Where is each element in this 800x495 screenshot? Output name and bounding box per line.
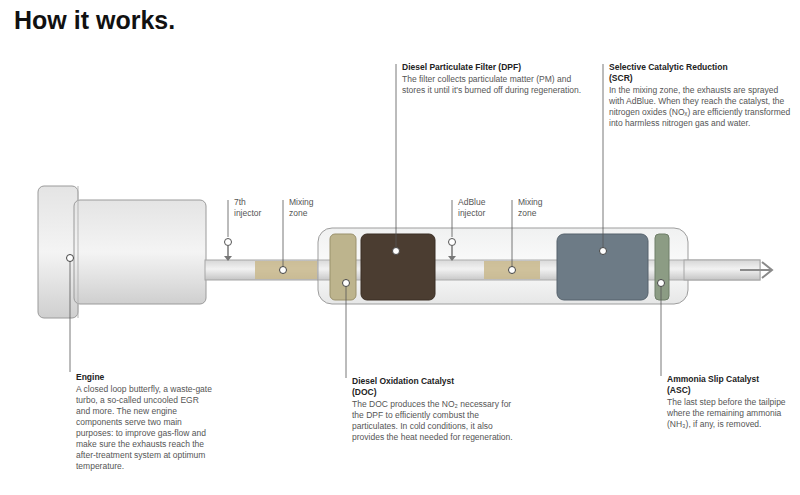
callout-body: The filter collects particulate matter (… — [402, 74, 587, 96]
asc-element — [655, 234, 669, 300]
leader-dot — [600, 248, 607, 255]
leader-line — [228, 200, 229, 237]
exhaust-pipe — [205, 260, 323, 280]
leader-dot — [67, 255, 74, 262]
injector-nozzle — [224, 256, 232, 261]
leader-dot — [393, 248, 400, 255]
part-label: Mixing zone — [289, 197, 329, 219]
leader-line — [452, 200, 453, 237]
leader-line — [70, 258, 71, 372]
page-title: How it works. — [14, 6, 175, 35]
leader-line — [603, 64, 604, 251]
engine-seam — [78, 186, 79, 318]
callout-heading: Ammonia Slip Catalyst (ASC) — [667, 374, 777, 396]
leader-dot — [343, 280, 350, 287]
part-label: Mixing zone — [518, 197, 558, 219]
leader-dot — [280, 267, 287, 274]
callout-heading: Diesel Oxidation Catalyst (DOC) — [352, 376, 472, 398]
flow-arrow — [740, 269, 771, 271]
callout-heading: Engine — [76, 372, 214, 383]
scr-element — [557, 234, 648, 300]
injector — [449, 239, 456, 246]
after-treatment-housing — [318, 228, 688, 304]
callout-heading: Diesel Particulate Filter (DPF) — [402, 62, 522, 73]
leader-line — [396, 64, 397, 251]
part-label: 7th injector — [234, 197, 274, 219]
leader-line — [346, 283, 347, 378]
callout-body: The last step before the tailpipe where … — [667, 397, 795, 430]
leader-dot — [509, 267, 516, 274]
leader-dot — [658, 280, 665, 287]
callout-body: In the mixing zone, the exhausts are spr… — [609, 85, 794, 129]
injector-nozzle — [448, 256, 456, 261]
leader-line — [661, 283, 662, 376]
callout-heading: Selective Catalytic Reduction (SCR) — [609, 62, 729, 84]
mixing-zone — [255, 261, 317, 279]
engine-flange — [38, 186, 78, 318]
engine-block — [74, 200, 206, 304]
doc-element — [330, 234, 356, 300]
injector — [225, 239, 232, 246]
dpf-element — [361, 234, 435, 300]
callout-body: A closed loop butterfly, a waste-gate tu… — [76, 384, 214, 472]
callout-body: The DOC produces the NO₂ necessary for t… — [352, 399, 517, 443]
part-label: AdBlue injector — [458, 197, 508, 219]
leader-line — [512, 200, 513, 268]
leader-line — [283, 200, 284, 268]
